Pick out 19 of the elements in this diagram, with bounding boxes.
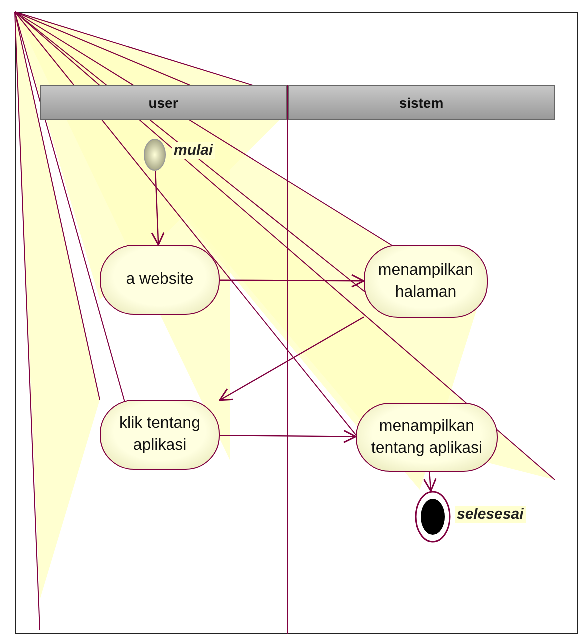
activity-label: menampilkan tentang aplikasi [370,416,484,458]
end-node [415,491,451,543]
activity-box [364,245,488,318]
arrow [220,274,365,288]
activity-box [100,245,220,315]
activity-label: klik tentang aplikasi [118,414,202,456]
activity-label: a website [125,270,195,290]
lane-title: user [148,94,178,110]
arrow [151,170,165,246]
activity-label: menampilkan halaman [377,260,475,302]
start-node [144,139,166,171]
node-caption: mulai [172,142,216,159]
activity-box [356,403,498,472]
arrow [423,472,437,492]
arrow [220,430,357,444]
activity-box [100,400,220,470]
node-caption: selesesai [455,506,526,523]
arrow [219,316,364,402]
lane-title: sistem [399,94,444,110]
